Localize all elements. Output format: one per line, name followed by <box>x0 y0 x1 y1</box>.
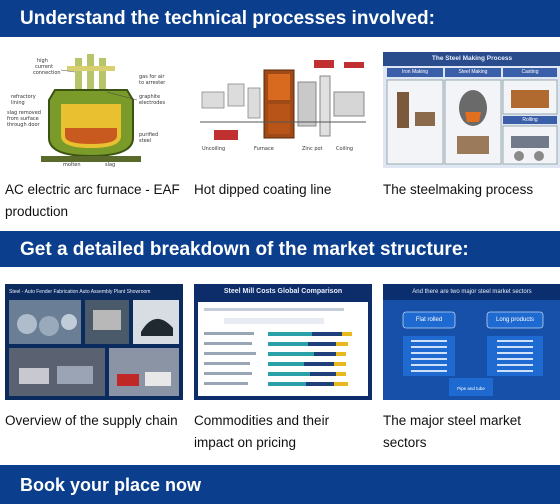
thumbnail-caption[interactable]: Commodities and their impact on pricing <box>194 413 330 450</box>
thumbnail-caption[interactable]: Hot dipped coating line <box>194 182 332 197</box>
svg-text:gas for air: gas for air <box>139 74 165 80</box>
thumbnail-caption[interactable]: The steelmaking process <box>383 182 534 197</box>
section-banner-technical: Understand the technical processes invol… <box>0 0 560 37</box>
market-sectors-slide-image[interactable]: And there are two major steel market sec… <box>383 284 560 400</box>
slide-title: And there are two major steel market sec… <box>412 289 532 295</box>
svg-text:current: current <box>35 64 53 70</box>
slide-header-casting: Casting <box>521 69 539 75</box>
svg-text:slag: slag <box>105 162 115 168</box>
svg-text:Zinc pot: Zinc pot <box>302 146 323 152</box>
svg-text:electrodes: electrodes <box>139 100 166 106</box>
svg-text:to arrester: to arrester <box>139 80 166 86</box>
slide-header-iron: Iron Making <box>401 69 429 75</box>
supply-chain-slide-image[interactable]: Steel - Auto Fender Fabrication Auto Ass… <box>5 284 183 400</box>
svg-text:connection: connection <box>33 70 61 76</box>
svg-text:slag removed: slag removed <box>7 110 41 116</box>
slide-header-rolling: Rolling <box>522 117 538 123</box>
thumbnail-caption[interactable]: Overview of the supply chain <box>5 413 178 428</box>
svg-text:from surface: from surface <box>7 116 39 122</box>
steelmaking-process-image[interactable]: The Steel Making Process Iron Making Ste… <box>383 52 560 168</box>
slide-box-long-products: Long products <box>495 317 535 323</box>
slide-title: Steel - Auto Fender Fabrication Auto Ass… <box>9 289 151 295</box>
svg-text:purified: purified <box>139 132 158 138</box>
mill-costs-slide-image[interactable]: Steel Mill Costs Global Comparison <box>194 284 372 400</box>
svg-text:graphite: graphite <box>139 94 160 100</box>
book-place-link[interactable]: Book your place now <box>20 474 202 495</box>
coating-line-diagram-image[interactable]: Uncoiling Furnace Zinc pot Coiling <box>194 52 372 168</box>
svg-text:steel: steel <box>139 138 151 144</box>
svg-text:Coiling: Coiling <box>336 146 353 152</box>
svg-text:molten: molten <box>63 162 81 168</box>
slide-box-flat-rolled: Flat rolled <box>415 317 443 323</box>
svg-text:lining: lining <box>11 100 25 106</box>
svg-text:Uncoiling: Uncoiling <box>202 146 225 152</box>
svg-text:high: high <box>37 58 48 64</box>
section-title: Understand the technical processes invol… <box>20 8 435 29</box>
slide-header-steel: Steel Making <box>458 69 488 75</box>
slide-title: The Steel Making Process <box>431 55 513 62</box>
thumbnail-caption[interactable]: The major steel market sectors <box>383 413 522 450</box>
svg-text:Furnace: Furnace <box>254 146 274 152</box>
book-place-banner[interactable]: Book your place now <box>0 465 560 504</box>
svg-text:through door: through door <box>7 122 41 128</box>
section-banner-market: Get a detailed breakdown of the market s… <box>0 231 560 267</box>
svg-text:refractory: refractory <box>11 94 36 100</box>
thumbnail-caption[interactable]: AC electric arc furnace - EAF production <box>5 182 180 219</box>
slide-box-pipe-tube: Pipe and tube <box>457 386 485 391</box>
section-title: Get a detailed breakdown of the market s… <box>20 238 469 260</box>
slide-title: Steel Mill Costs Global Comparison <box>223 288 343 295</box>
